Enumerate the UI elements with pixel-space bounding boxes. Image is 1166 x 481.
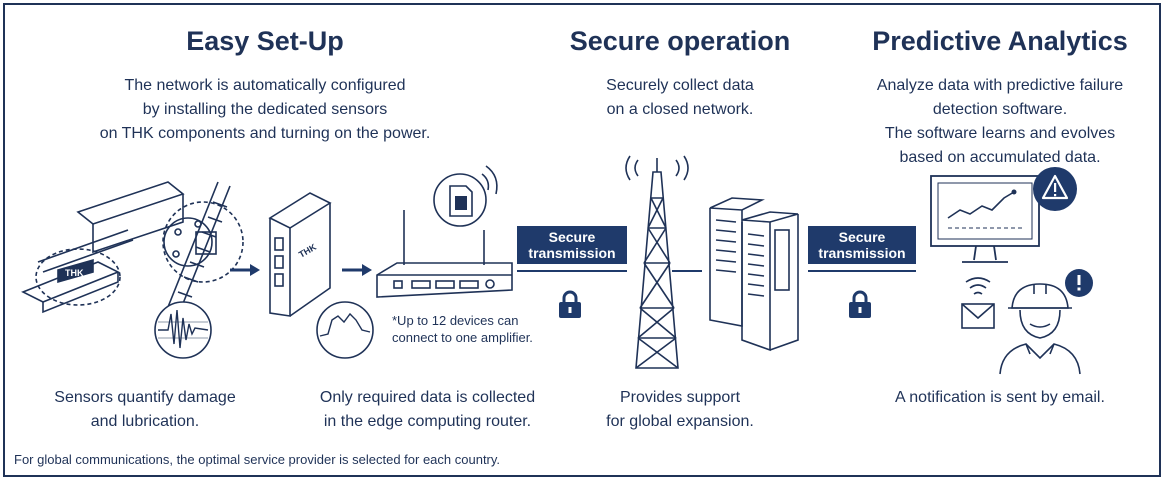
easy-setup-description: The network is automatically configured … bbox=[99, 77, 431, 142]
title-secure-operation: Secure operation bbox=[569, 26, 791, 56]
server-rack-icon bbox=[709, 197, 799, 352]
transmission-line-2 bbox=[808, 270, 916, 272]
engineer-icon bbox=[999, 283, 1081, 375]
arrow-right-icon bbox=[230, 264, 260, 276]
title-easy-setup: Easy Set-Up bbox=[186, 26, 344, 56]
warning-triangle-icon bbox=[1033, 167, 1077, 211]
envelope-icon bbox=[961, 277, 995, 329]
sim-card-icon bbox=[433, 165, 498, 227]
edge-computer-icon: THK bbox=[268, 192, 332, 317]
device-note: *Up to 12 devices can connect to one amp… bbox=[392, 313, 533, 345]
thk-logo-text: THK bbox=[65, 268, 84, 278]
padlock-icon-2 bbox=[849, 290, 871, 318]
sensor-waveform-icon bbox=[154, 301, 212, 359]
border-frame bbox=[3, 3, 1161, 477]
monitor-chart-icon bbox=[930, 175, 1040, 263]
transmission-line bbox=[517, 270, 627, 272]
wifi-router-icon bbox=[376, 210, 513, 298]
secure-transmission-badge: Secure transmission bbox=[517, 226, 627, 264]
predictive-analytics-description: Analyze data with predictive failure det… bbox=[876, 77, 1124, 166]
data-waveform-icon bbox=[316, 301, 374, 359]
footer-note: For global communications, the optimal s… bbox=[14, 452, 501, 467]
padlock-icon bbox=[559, 290, 581, 318]
caption-sensors: Sensors quantify damage and lubrication. bbox=[54, 389, 236, 430]
radio-tower-icon bbox=[625, 155, 689, 369]
arrow-right-icon-2 bbox=[342, 264, 372, 276]
connection-line bbox=[672, 270, 702, 272]
secure-transmission-badge-2: Secure transmission bbox=[808, 226, 916, 264]
caption-support: Provides support for global expansion. bbox=[606, 389, 754, 430]
linear-guide-icon: THK bbox=[21, 181, 244, 337]
thk-logo-text-2: THK bbox=[297, 242, 318, 260]
alert-exclamation-icon bbox=[1065, 269, 1093, 297]
secure-operation-description: Securely collect data on a closed networ… bbox=[606, 77, 754, 118]
title-predictive-analytics: Predictive Analytics bbox=[872, 26, 1128, 56]
caption-router: Only required data is collected in the e… bbox=[319, 389, 536, 430]
caption-notification: A notification is sent by email. bbox=[895, 389, 1105, 406]
